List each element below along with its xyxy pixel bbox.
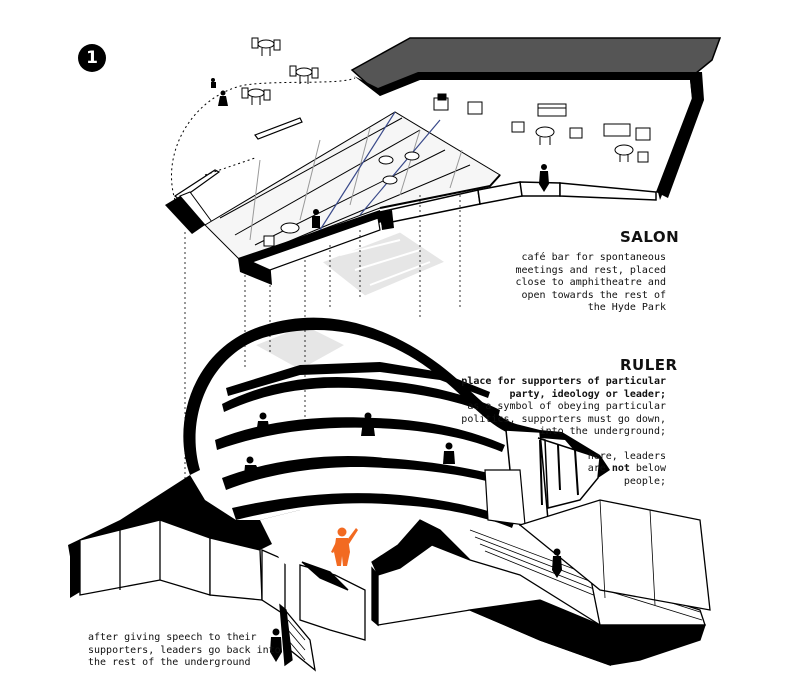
cafe-table-icon bbox=[535, 126, 555, 145]
armchair-icon bbox=[511, 121, 583, 139]
cafe-table-icon bbox=[263, 151, 420, 247]
salon-heading: SALON bbox=[620, 228, 680, 246]
person-icon bbox=[256, 412, 270, 434]
route-dotted-line-2 bbox=[204, 157, 256, 176]
lower-walls bbox=[79, 499, 711, 672]
exit-description: after giving speech to their supporters,… bbox=[88, 632, 281, 668]
person-icon bbox=[539, 164, 549, 192]
sofa-icon bbox=[603, 123, 651, 141]
route-dotted-line bbox=[171, 77, 356, 201]
cafe-table-icon bbox=[614, 144, 649, 163]
person-icon bbox=[218, 90, 228, 106]
person-icon bbox=[270, 628, 282, 662]
person-icon bbox=[312, 209, 320, 228]
armchair-icon bbox=[433, 93, 449, 111]
ruler-heading: RULER bbox=[620, 356, 678, 374]
glass-canopy bbox=[204, 111, 501, 261]
step-number-badge: 1 bbox=[78, 44, 106, 72]
person-icon bbox=[443, 442, 455, 464]
person-icon bbox=[244, 456, 262, 476]
ruler-description: place for supporters of particular party… bbox=[461, 376, 666, 487]
salon-description: café bar for spontaneous meetings and re… bbox=[515, 252, 666, 313]
cafe-table-icon bbox=[289, 65, 319, 84]
person-icon bbox=[552, 548, 562, 578]
salon-structure bbox=[165, 37, 722, 234]
person-icon bbox=[211, 78, 216, 88]
leader-figure-icon bbox=[331, 527, 358, 566]
salon-front-wall bbox=[238, 181, 523, 285]
armchair-icon bbox=[467, 101, 483, 115]
light-projection bbox=[253, 231, 447, 371]
cafe-table-icon bbox=[251, 37, 281, 56]
person-icon bbox=[361, 412, 375, 436]
sofa-icon bbox=[537, 103, 567, 117]
cafe-table-icon bbox=[241, 87, 271, 105]
